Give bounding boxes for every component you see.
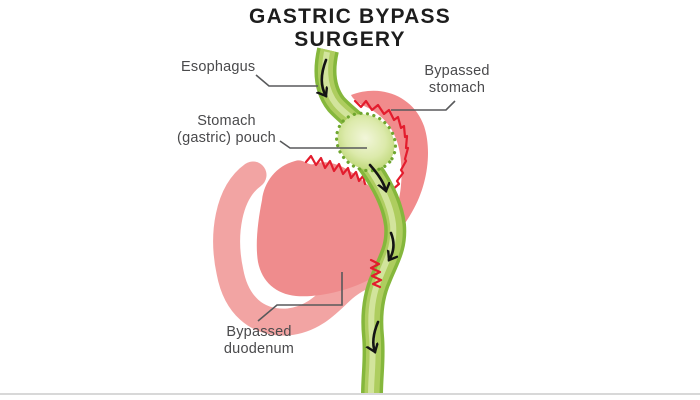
- leader-line-bypassed-stomach: [391, 100, 456, 111]
- flow-arrow-icon-lower-limb: [373, 320, 380, 352]
- staple-line-duodenum-cut: [369, 258, 383, 289]
- staple-line-bypassed-stomach: [353, 99, 410, 198]
- gastric-pouch-shape: [334, 111, 398, 173]
- stomach-body-shape: [256, 160, 400, 297]
- title-line-2: SURGERY: [294, 28, 406, 51]
- page-title: GASTRIC BYPASS SURGERY: [0, 5, 700, 51]
- leader-line-bypassed-duodenum: [257, 272, 343, 322]
- flow-arrow-icon-esophagus: [322, 58, 326, 96]
- flow-arrow-icon-pouch-exit: [368, 163, 386, 191]
- label-bypassed-duodenum: Bypassed duodenum: [209, 324, 309, 358]
- label-bypassed-duodenum-line-1: Bypassed: [226, 324, 292, 340]
- title-line-1: GASTRIC BYPASS: [249, 5, 451, 28]
- staple-line-stomach-top: [304, 154, 367, 186]
- label-esophagus: Esophagus: [181, 59, 255, 76]
- label-esophagus-line: Esophagus: [181, 59, 256, 75]
- baseline-divider: [0, 393, 700, 395]
- label-bypassed-duodenum-line-2: duodenum: [223, 341, 295, 357]
- label-gastric-pouch-line-1: Stomach: [197, 113, 256, 129]
- label-gastric-pouch-line-2: (gastric) pouch: [177, 130, 276, 146]
- label-bypassed-stomach-line-2: stomach: [428, 80, 486, 96]
- label-bypassed-stomach-line-1: Bypassed: [424, 63, 490, 79]
- suture-line-pouch: [334, 111, 398, 173]
- label-bypassed-stomach: Bypassed stomach: [407, 63, 507, 97]
- flow-arrow-icon-mid-limb: [389, 231, 393, 260]
- bypassed-stomach-shape: [351, 90, 428, 243]
- label-gastric-pouch: Stomach (gastric) pouch: [174, 113, 279, 147]
- leader-line-gastric-pouch: [279, 140, 367, 149]
- leader-line-esophagus: [255, 74, 318, 87]
